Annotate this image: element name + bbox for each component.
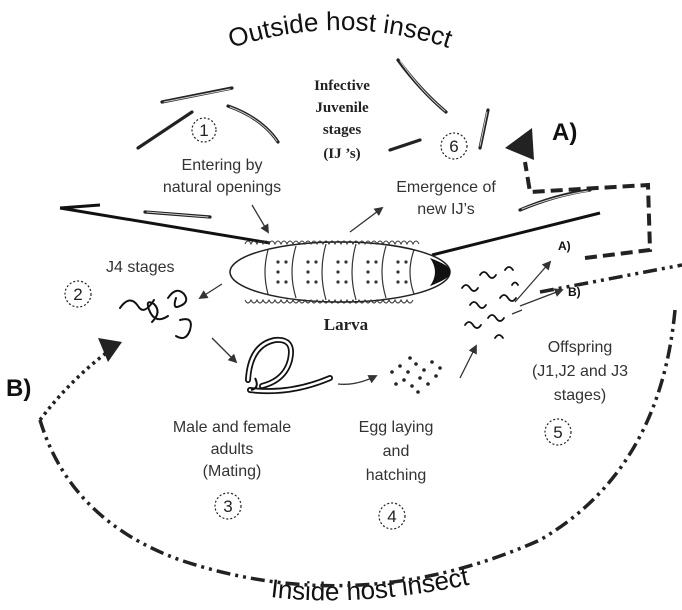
- adult-worms: [248, 340, 330, 391]
- step-2-number: 2: [73, 285, 82, 304]
- step-3: Male and female adults (Mating) 3: [173, 419, 291, 519]
- offspring-squiggles: [462, 267, 518, 338]
- step-6-number: 6: [449, 137, 458, 156]
- path-a-label-small: A): [558, 239, 571, 253]
- svg-text:Juvenile: Juvenile: [315, 100, 369, 116]
- step-3-number: 3: [223, 497, 232, 516]
- step-5-text-1: Offspring: [548, 339, 613, 356]
- step-1-number: 1: [199, 121, 208, 140]
- step-2-text: J4 stages: [106, 259, 174, 276]
- eggs: [390, 356, 442, 394]
- step-5: Offspring (J1,J2 and J3 stages) 5: [532, 339, 628, 445]
- path-b-label-small: B): [568, 285, 581, 299]
- step-6-text-2: new IJ’s: [417, 201, 475, 218]
- step-2: 2 J4 stages: [65, 259, 174, 307]
- step-1-text-2: natural openings: [163, 179, 281, 196]
- outside-host-label: Outside host insect: [224, 6, 456, 54]
- j4-worms: [120, 291, 191, 338]
- path-b-arrow-line: [40, 350, 110, 420]
- path-a-arrowhead: [505, 128, 534, 160]
- step-1-text-1: Entering by: [182, 157, 263, 174]
- path-a-label-large: A): [552, 119, 577, 146]
- larva-label: Larva: [324, 315, 369, 334]
- step-3-text-1: Male and female: [173, 419, 291, 436]
- larva-illustration: [230, 241, 450, 303]
- svg-text:(IJ ’s): (IJ ’s): [323, 146, 360, 162]
- step-1: 1 Entering by natural openings: [163, 118, 281, 196]
- step-4-number: 4: [387, 507, 396, 526]
- step-5-text-3: stages): [554, 387, 606, 404]
- ij-title: Infective Juvenile stages (IJ ’s): [314, 78, 370, 162]
- svg-text:Infective: Infective: [314, 78, 370, 94]
- step-5-text-2: (J1,J2 and J3: [532, 363, 628, 380]
- path-a-line: [525, 162, 650, 258]
- step-4-text-1: Egg laying: [359, 419, 434, 436]
- step-6-text-1: Emergence of: [396, 179, 496, 196]
- host-line-left-stub: [60, 205, 100, 208]
- svg-text:stages: stages: [323, 122, 361, 138]
- step-4: Egg laying and hatching 4: [359, 419, 434, 529]
- step-3-text-3: (Mating): [203, 463, 262, 480]
- path-b-label-large: B): [6, 375, 31, 402]
- host-line-right: [432, 213, 600, 255]
- step-5-number: 5: [553, 423, 562, 442]
- step-4-text-2: and: [383, 443, 410, 460]
- inside-host-label: Inside host insect: [270, 561, 472, 607]
- step-3-text-2: adults: [211, 441, 254, 458]
- step-4-text-3: hatching: [366, 467, 427, 484]
- path-b-arrowhead: [98, 338, 122, 362]
